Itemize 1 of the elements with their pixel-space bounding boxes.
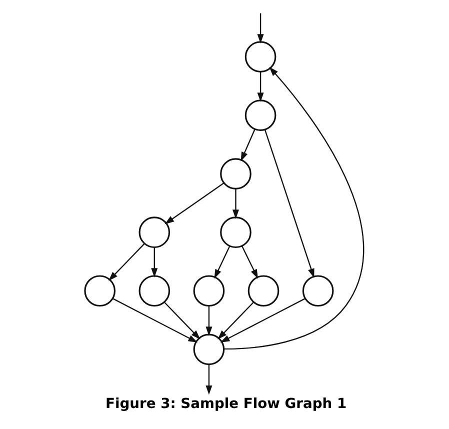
caption: Figure 3: Sample Flow Graph 1	[105, 396, 347, 412]
